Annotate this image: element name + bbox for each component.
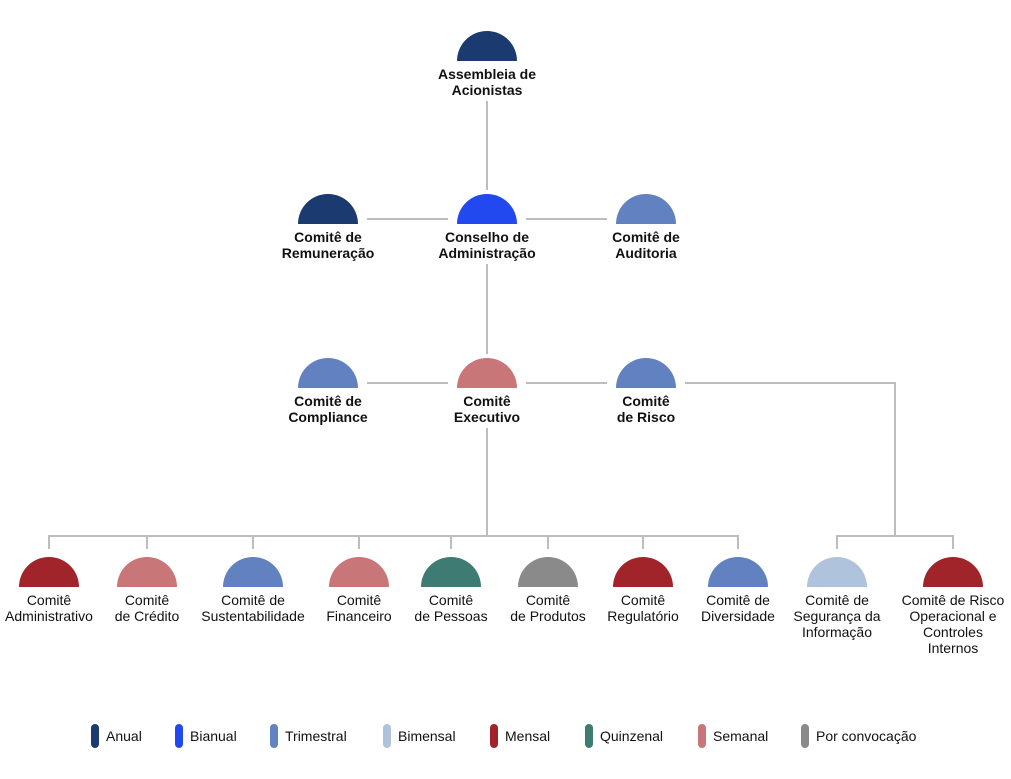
node-executivo-marker — [457, 358, 517, 388]
legend-swatch — [698, 724, 706, 748]
legend-item-anual: Anual — [91, 723, 142, 749]
legend-label: Anual — [106, 728, 142, 744]
legend-item-porconvocacao: Por convocação — [801, 723, 916, 749]
node-regulatorio-marker — [613, 557, 673, 587]
legend-swatch — [91, 724, 99, 748]
legend-swatch — [175, 724, 183, 748]
node-riscooperacional-marker — [923, 557, 983, 587]
edge-executivo-pessoas — [450, 428, 488, 549]
legend-swatch — [490, 724, 498, 748]
legend-swatch — [383, 724, 391, 748]
legend-item-semanal: Semanal — [698, 723, 768, 749]
legend-label: Mensal — [505, 728, 551, 744]
edge-executivo-credito — [146, 428, 488, 549]
edge-executivo-administrativo — [48, 428, 488, 549]
edge-executivo-diversidade — [486, 428, 739, 549]
legend-label: Por convocação — [816, 728, 917, 744]
legend-swatch — [801, 724, 809, 748]
node-auditoria-marker — [616, 194, 676, 224]
legend-item-mensal: Mensal — [490, 723, 550, 749]
edge-executivo-produtos — [486, 428, 549, 549]
node-administrativo-marker — [19, 557, 79, 587]
edge-risco-riscooperacional — [685, 382, 954, 549]
legend-item-bianual: Bianual — [175, 723, 237, 749]
node-conselho-marker — [457, 194, 517, 224]
node-pessoas-marker — [421, 557, 481, 587]
edge-executivo-regulatorio — [486, 428, 644, 549]
legend-label: Quinzenal — [600, 728, 664, 744]
node-risco-marker — [616, 358, 676, 388]
edge-executivo-sustentabilidade — [252, 428, 488, 549]
legend-label: Bimensal — [398, 728, 456, 744]
node-credito-marker — [117, 557, 177, 587]
edge-risco-seguranca — [685, 382, 896, 549]
legend-swatch — [585, 724, 593, 748]
node-sustentabilidade-marker — [223, 557, 283, 587]
node-remuneracao-marker — [298, 194, 358, 224]
node-diversidade-marker — [708, 557, 768, 587]
node-produtos-marker — [518, 557, 578, 587]
node-seguranca-marker — [807, 557, 867, 587]
legend-item-trimestral: Trimestral — [270, 723, 347, 749]
frequency-legend: Anual Bianual Trimestral Bimensal Mensal Quin… — [0, 723, 1011, 751]
node-financeiro-marker — [329, 557, 389, 587]
legend-label: Semanal — [713, 728, 769, 744]
legend-label: Bianual — [190, 728, 237, 744]
edge-executivo-financeiro — [358, 428, 488, 549]
legend-label: Trimestral — [285, 728, 347, 744]
node-assembleia-marker — [457, 31, 517, 61]
legend-swatch — [270, 724, 278, 748]
legend-item-bimensal: Bimensal — [383, 723, 456, 749]
node-compliance-marker — [298, 358, 358, 388]
legend-item-quinzenal: Quinzenal — [585, 723, 663, 749]
